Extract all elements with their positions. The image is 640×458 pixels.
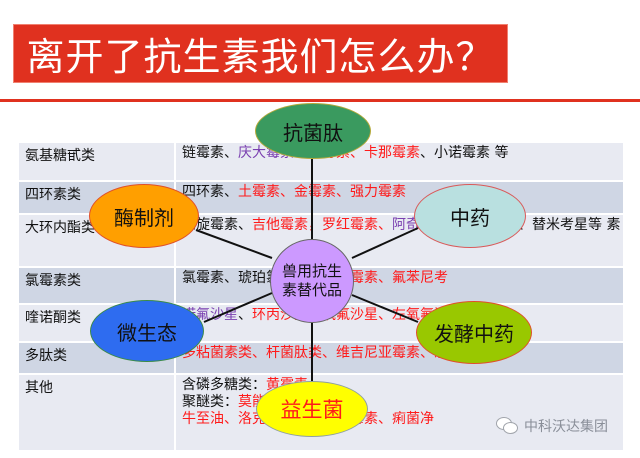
category-cell: 其他 <box>19 375 176 450</box>
node-herbal-medicine: 中药 <box>414 184 526 248</box>
wechat-icon <box>496 417 518 435</box>
node-enzyme: 酶制剂 <box>89 184 199 248</box>
item-text: 、小诺霉素 等 <box>420 145 509 161</box>
connector-line <box>203 292 273 323</box>
category-cell: 氯霉素类 <box>19 268 176 303</box>
node-antimicrobial-peptide: 抗菌肽 <box>255 103 371 159</box>
category-cell: 氨基糖甙类 <box>19 143 176 180</box>
item-text: 含磷多糖类： <box>182 377 266 393</box>
node-probiotics: 益生菌 <box>256 381 368 437</box>
items-cell: 多粘菌素类、杆菌肽类、维吉尼亚霉素、恩拉霉素等 <box>176 343 623 373</box>
node-fermented-herbal: 发酵中药 <box>416 301 532 364</box>
item-text: 螺旋霉素、 <box>182 217 252 233</box>
title-banner: 离开了抗生素我们怎么办？ <box>13 24 508 83</box>
watermark-text: 中科沃达集团 <box>524 419 608 435</box>
center-label-line2: 素替代品 <box>281 281 342 299</box>
item-text: 土霉素、金霉素、强力霉素 <box>238 184 406 200</box>
connector-line <box>351 227 419 259</box>
connector-line <box>351 294 419 323</box>
node-microecology: 微生态 <box>90 300 204 362</box>
item-text: 聚醚类： <box>182 394 238 410</box>
item-text: 吉他霉素，罗红霉素、 <box>252 217 392 233</box>
watermark: 中科沃达集团 <box>496 416 608 436</box>
item-text: 、 <box>238 307 252 323</box>
items-cell: 四环素、土霉素、金霉素、强力霉素 <box>176 182 623 213</box>
page-title: 离开了抗生素我们怎么办？ <box>26 35 495 79</box>
center-node: 兽用抗生 素替代品 <box>270 239 354 323</box>
item-text: 多粘菌素类、杆菌肽类、维吉尼亚霉素、恩拉霉素等 <box>182 345 504 361</box>
divider-line <box>0 99 640 102</box>
connector-line <box>195 229 273 259</box>
center-label-line1: 兽用抗生 <box>281 262 342 280</box>
item-text: 链霉素、 <box>182 145 238 161</box>
item-text: 四环素、 <box>182 184 238 200</box>
